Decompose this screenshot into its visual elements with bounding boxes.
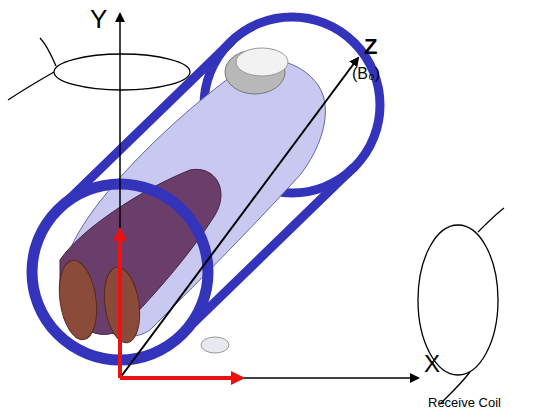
patient [55, 48, 326, 353]
z-axis [120, 58, 358, 378]
x-axis [120, 377, 418, 379]
axis-label: Z [364, 36, 377, 58]
red-vector [118, 230, 122, 378]
axis-label: X [424, 352, 440, 376]
red-vector [120, 376, 242, 380]
field-label: (B₀) [352, 66, 380, 82]
rotation-loop [8, 38, 190, 100]
y-axis [119, 14, 121, 378]
coil-label: Receive Coil [428, 396, 501, 409]
receive-coil [418, 208, 504, 404]
axis-label: Y [90, 6, 107, 32]
